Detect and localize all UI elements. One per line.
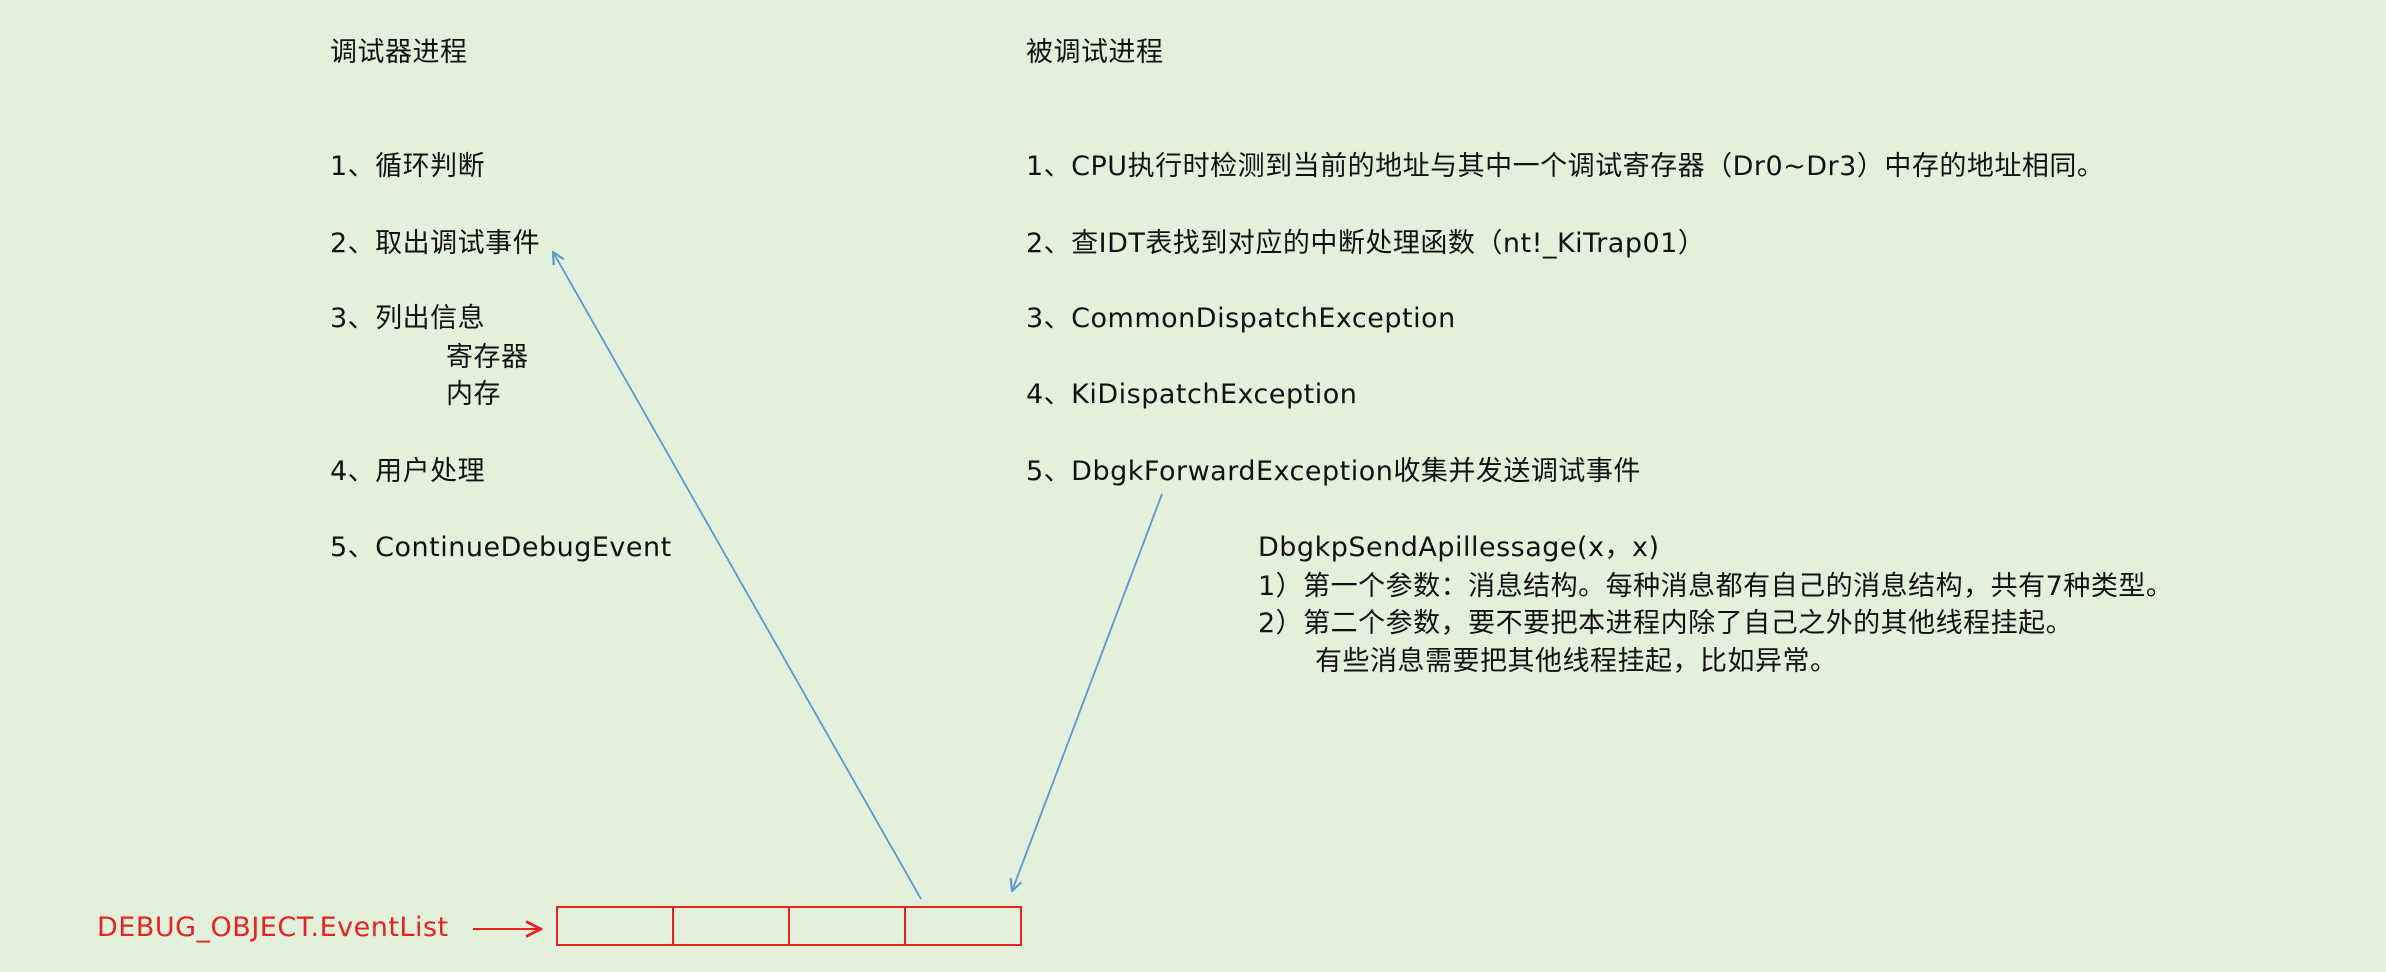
debugger-step-1: 1、循环判断 xyxy=(330,151,486,182)
debugger-step-4: 4、用户处理 xyxy=(330,456,486,487)
event-list-cells xyxy=(556,906,1022,946)
event-list-cell-1 xyxy=(556,906,674,946)
arrow-to-fetch-event xyxy=(553,252,922,900)
event-list-cell-2 xyxy=(672,906,790,946)
debugger-step-2: 2、取出调试事件 xyxy=(330,228,541,259)
note-line-1: DbgkpSendApillessage(x，x) xyxy=(1258,532,1660,563)
debuggee-title: 被调试进程 xyxy=(1026,37,1164,68)
debuggee-step-5: 5、DbgkForwardException收集并发送调试事件 xyxy=(1026,456,1641,487)
arrow-to-event-list xyxy=(1012,493,1163,891)
debugger-step-3: 3、列出信息 xyxy=(330,303,486,334)
debugger-sub-memory: 内存 xyxy=(446,379,501,410)
debugger-sub-registers: 寄存器 xyxy=(446,342,529,373)
note-line-2: 1）第一个参数：消息结构。每种消息都有自己的消息结构，共有7种类型。 xyxy=(1258,571,2174,602)
debuggee-step-1: 1、CPU执行时检测到当前的地址与其中一个调试寄存器（Dr0~Dr3）中存的地址… xyxy=(1026,151,2105,182)
debuggee-step-3: 3、CommonDispatchException xyxy=(1026,303,1456,334)
debugger-title: 调试器进程 xyxy=(330,37,468,68)
debuggee-step-2: 2、查IDT表找到对应的中断处理函数（nt!_KiTrap01） xyxy=(1026,228,1706,259)
note-line-4: 有些消息需要把其他线程挂起，比如异常。 xyxy=(1315,646,1838,677)
note-line-3: 2）第二个参数，要不要把本进程内除了自己之外的其他线程挂起。 xyxy=(1258,608,2074,639)
event-list-cell-3 xyxy=(788,906,906,946)
event-list-label: DEBUG_OBJECT.EventList xyxy=(97,912,449,943)
debuggee-step-4: 4、KiDispatchException xyxy=(1026,379,1358,410)
event-list-cell-4 xyxy=(904,906,1022,946)
debugger-step-5: 5、ContinueDebugEvent xyxy=(330,532,672,563)
